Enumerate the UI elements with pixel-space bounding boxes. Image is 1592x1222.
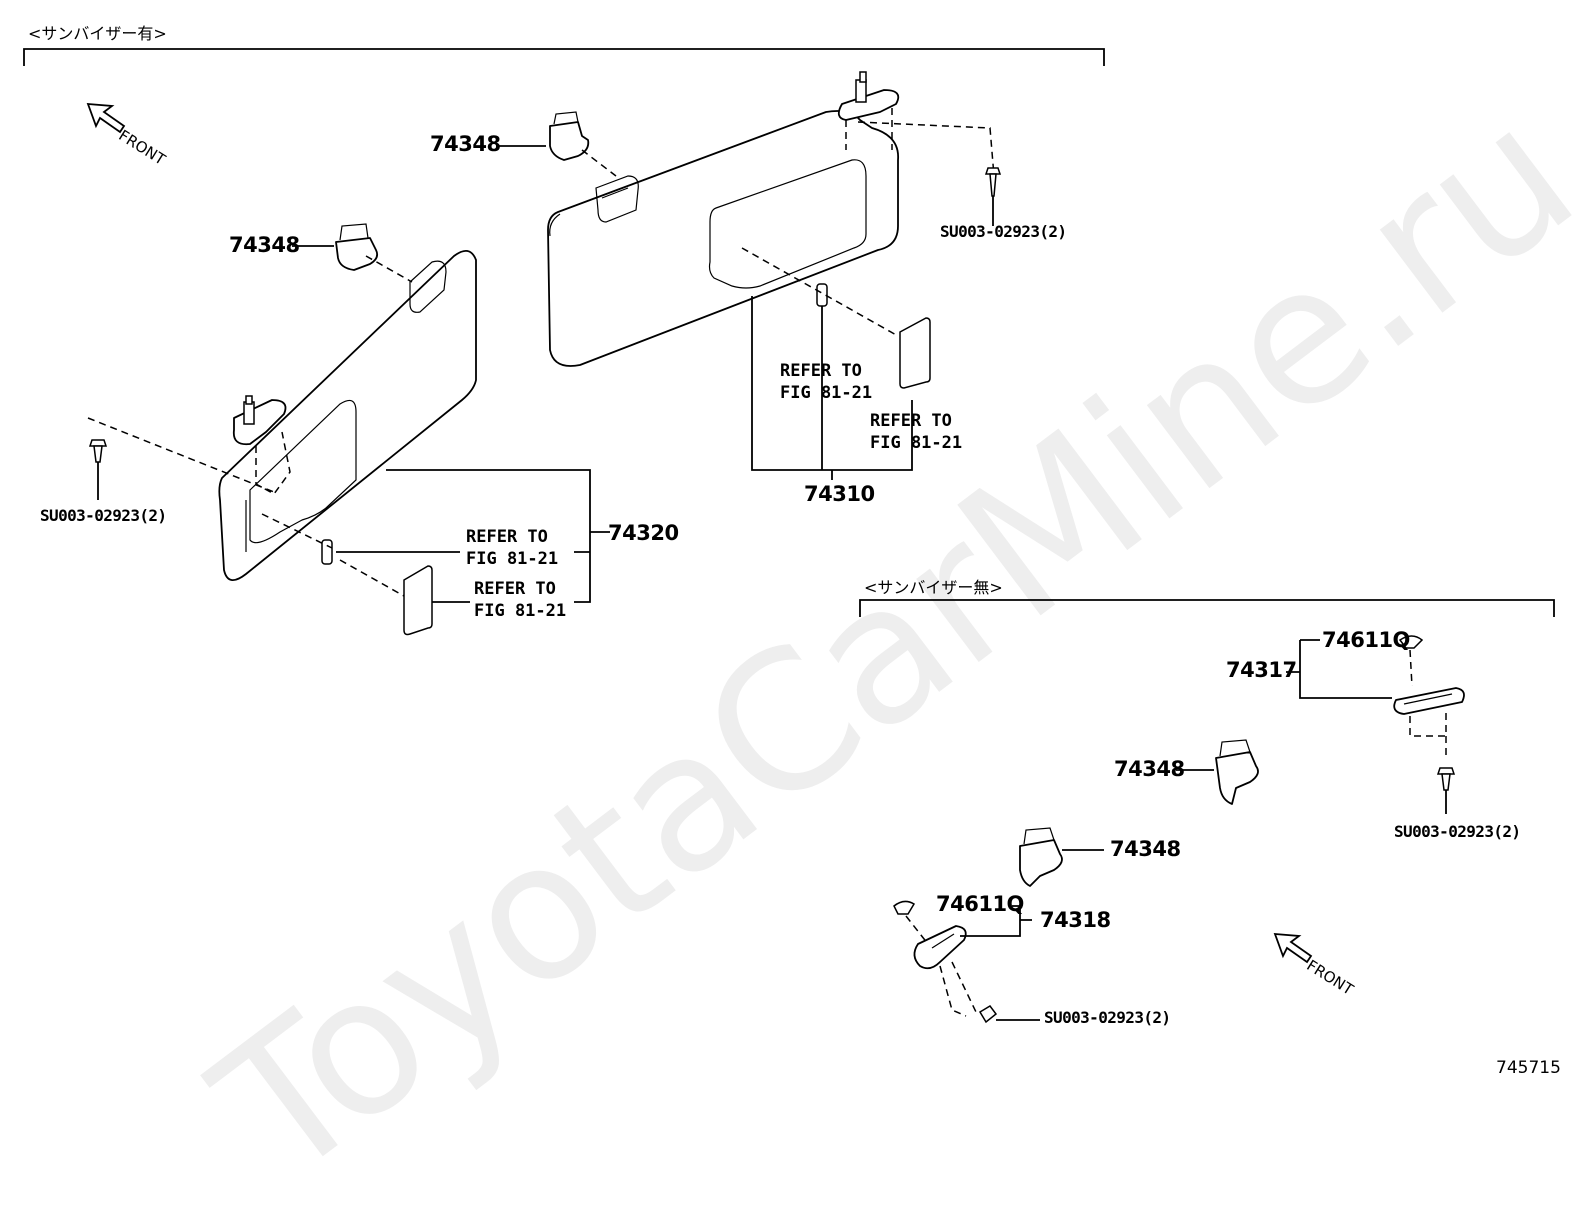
- screw-icon-nv-rh: [1436, 767, 1456, 814]
- screw-icon-nv-lh: [978, 1005, 1040, 1024]
- visor-holder-b: [335, 223, 379, 271]
- section-bracket-without-visor: [859, 599, 1555, 617]
- part-74310[interactable]: 74310: [804, 482, 875, 506]
- part-74348-c[interactable]: 74348: [1114, 757, 1185, 781]
- part-74348-a[interactable]: 74348: [430, 132, 501, 156]
- bulb-icon-lh: [321, 539, 333, 565]
- part-74348-b[interactable]: 74348: [229, 233, 300, 257]
- part-74611q-rh[interactable]: 74611Q: [1322, 628, 1410, 652]
- holder-assy-rh: [1393, 687, 1465, 715]
- screw-label-rh[interactable]: SU003-02923(2): [940, 222, 1067, 241]
- bulb-icon-rh: [816, 283, 828, 470]
- dash-hinge-rh: [845, 108, 995, 177]
- part-74317[interactable]: 74317: [1226, 658, 1297, 682]
- visor-holder-c: [1215, 739, 1259, 805]
- screw-icon-lh: [88, 439, 108, 500]
- section-title-without-visor: <サンバイザー無>: [864, 578, 1003, 597]
- section-title-with-visor: <サンバイザー有>: [28, 24, 167, 43]
- screw-label-nv-rh[interactable]: SU003-02923(2): [1394, 822, 1521, 841]
- figure-number: 745715: [1496, 1058, 1561, 1078]
- leader-74317: [1286, 639, 1392, 699]
- part-74318[interactable]: 74318: [1040, 908, 1111, 932]
- front-arrow-icon-top: [86, 102, 126, 134]
- visor-holder-a: [549, 111, 590, 161]
- cover-icon-lh: [893, 900, 916, 915]
- front-arrow-icon-bottom: [1273, 932, 1313, 964]
- refer-to-rh-lamp[interactable]: REFER TO FIG 81-21: [780, 361, 873, 403]
- refer-to-rh-mirror[interactable]: REFER TO FIG 81-21: [870, 411, 963, 453]
- mirror-icon-lh: [403, 565, 433, 636]
- leader-74320: [336, 469, 610, 603]
- sun-visor-lh: [218, 250, 477, 581]
- refer-to-lh-mirror[interactable]: REFER TO FIG 81-21: [474, 579, 567, 621]
- cover-icon-rh: [1398, 635, 1424, 649]
- visor-hinge-lh: [232, 395, 287, 446]
- part-74611q-lh[interactable]: 74611Q: [936, 892, 1024, 916]
- refer-to-lh-lamp[interactable]: REFER TO FIG 81-21: [466, 527, 559, 569]
- visor-holder-d: [1019, 827, 1063, 887]
- leader-74310: [751, 296, 913, 480]
- screw-label-nv-lh[interactable]: SU003-02923(2): [1044, 1008, 1171, 1027]
- holder-assy-lh: [913, 925, 967, 970]
- section-bracket-with-visor: [23, 48, 1105, 66]
- leader-74318: [960, 905, 1032, 937]
- part-74320[interactable]: 74320: [608, 521, 679, 545]
- screw-label-lh[interactable]: SU003-02923(2): [40, 506, 167, 525]
- visor-hinge-rh: [837, 71, 900, 121]
- parts-diagram: [23, 48, 1555, 1024]
- part-74348-d[interactable]: 74348: [1110, 837, 1181, 861]
- mirror-icon-rh: [899, 317, 931, 389]
- screw-icon-rh: [984, 167, 1002, 226]
